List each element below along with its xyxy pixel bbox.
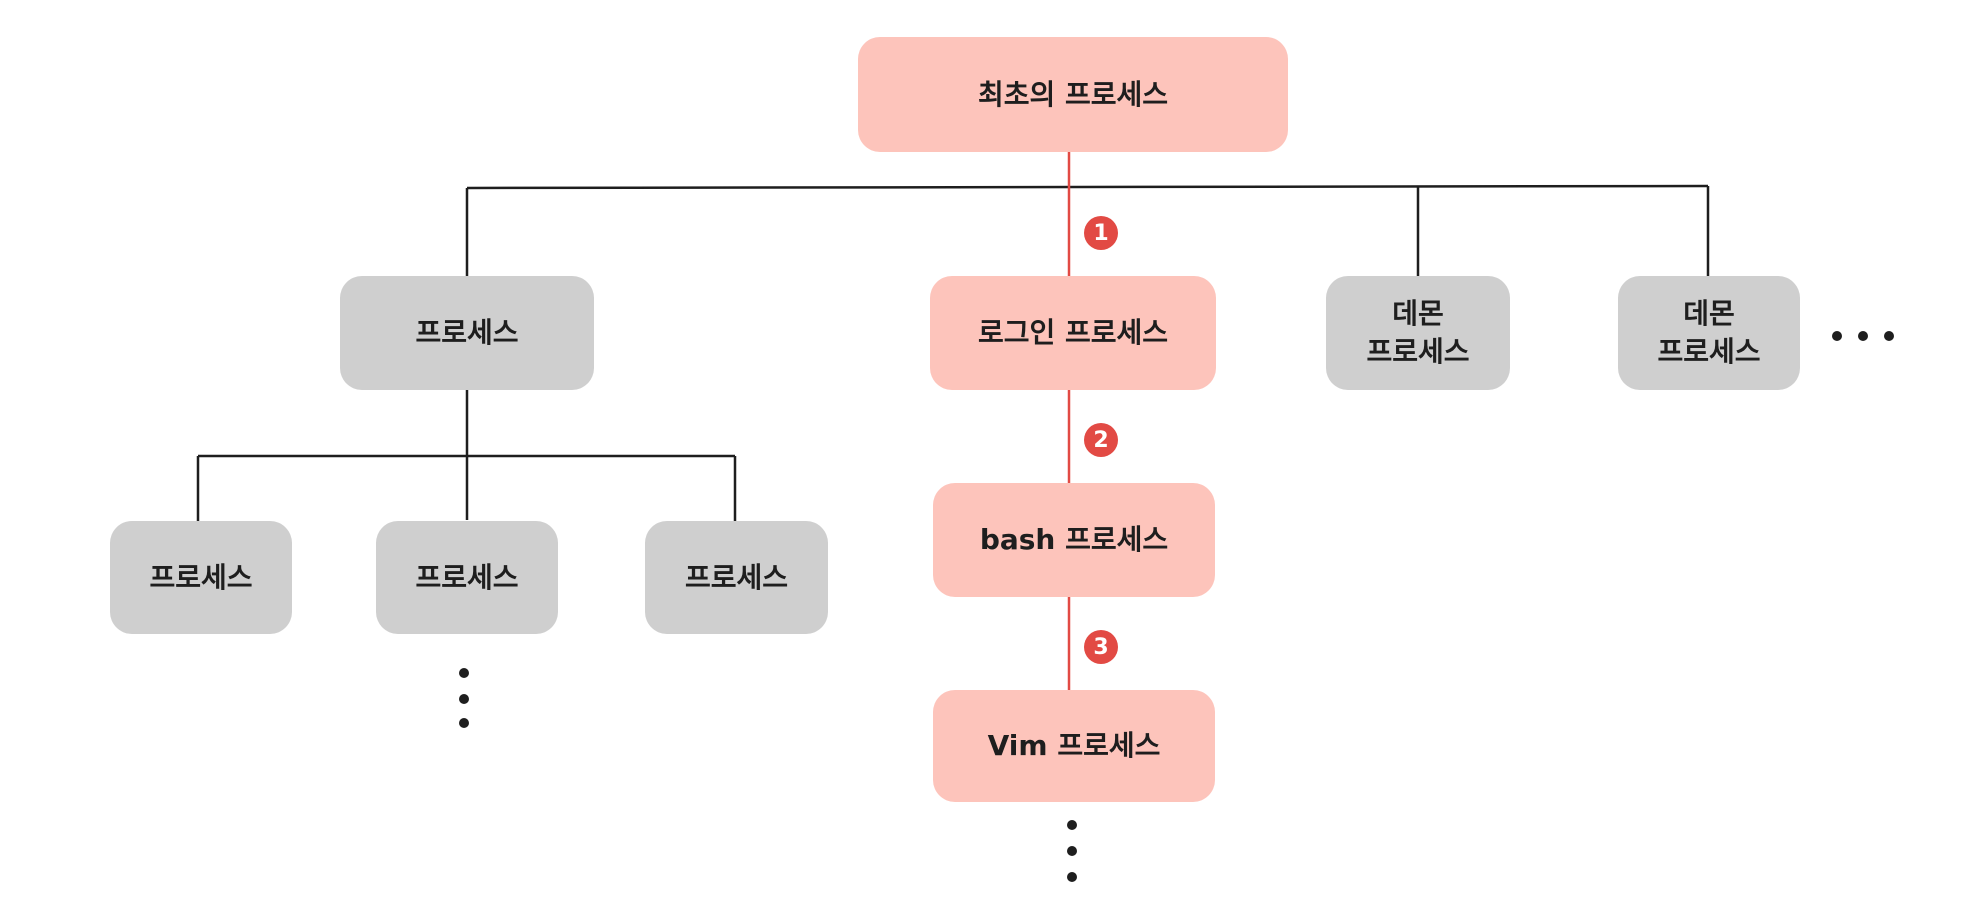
node-login-process: 로그인 프로세스 (930, 276, 1216, 390)
node-grandchild-process-1: 프로세스 (110, 521, 292, 634)
node-root-process: 최초의 프로세스 (858, 37, 1288, 152)
node-bash-process: bash 프로세스 (933, 483, 1215, 597)
step-badge-1: 1 (1084, 216, 1118, 250)
connector-root-bus (466, 184, 1709, 190)
node-daemon-process-1: 데몬 프로세스 (1326, 276, 1510, 390)
node-vim-process: Vim 프로세스 (933, 690, 1215, 802)
node-daemon-process-2: 데몬 프로세스 (1618, 276, 1800, 390)
node-grandchild-process-3: 프로세스 (645, 521, 828, 634)
step-badge-2: 2 (1084, 423, 1118, 457)
node-grandchild-process-2: 프로세스 (376, 521, 558, 634)
node-child-process: 프로세스 (340, 276, 594, 390)
step-badge-3: 3 (1084, 630, 1118, 664)
